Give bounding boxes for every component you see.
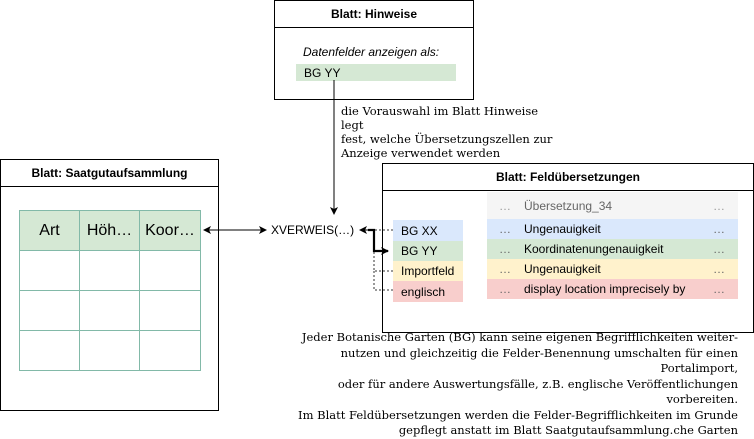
key-cell-bg-yy[interactable]: BG YY xyxy=(393,241,463,261)
translation-rows: … Ungenauigkeit … … Koordinatenungenauigkeit… xyxy=(487,219,738,299)
panel-hinweise: Blatt: Hinweise Datenfelder anzeigen als… xyxy=(274,0,474,100)
table-cell[interactable] xyxy=(19,290,80,331)
key-label: BG YY xyxy=(401,244,438,258)
key-column: BG XX BG YY Importfeld englisch xyxy=(393,220,463,302)
key-label: BG XX xyxy=(401,223,438,238)
key-label: englisch xyxy=(401,284,446,299)
translation-value[interactable]: Ungenauigkeit xyxy=(524,222,601,236)
translation-row: … display location imprecisely by … xyxy=(487,279,738,299)
description-text: Jeder Botanische Garten (BG) kann seine … xyxy=(298,330,738,439)
table-cell[interactable] xyxy=(19,250,80,291)
translation-table: … Übersetzung_34 … … Ungenauigkeit … … Koord… xyxy=(487,192,738,299)
table-cell[interactable] xyxy=(19,330,80,371)
annotation-line: fest, welche Übersetzungszellen zur xyxy=(341,132,553,146)
translation-value[interactable]: Koordinatenungenauigkeit xyxy=(524,242,664,256)
description-line: nutzen und gleichzeitig die Felder-Benen… xyxy=(340,345,738,376)
annotation-line: Anzeige verwendet werden xyxy=(341,146,501,160)
header-label: Art xyxy=(39,221,60,239)
translation-row: … Koordinatenungenauigkeit … xyxy=(487,239,738,259)
display-fields-value-text: BG YY xyxy=(304,65,341,80)
xverweis-formula: XVERWEIS(…) xyxy=(271,223,355,237)
description-line: gepflegt anstatt im Blatt Saatgutaufsamm… xyxy=(398,423,738,437)
table-cell[interactable] xyxy=(79,290,140,331)
display-fields-label: Datenfelder anzeigen als: xyxy=(303,45,440,59)
key-cell-englisch[interactable]: englisch xyxy=(393,281,463,302)
translation-value[interactable]: Ungenauigkeit xyxy=(524,262,601,276)
ellipsis-cell: … xyxy=(499,198,511,213)
annotation-text: die Vorauswahl im Blatt Hinweise legt fe… xyxy=(341,104,561,160)
panel-title: Blatt: Saatgutaufsammlung xyxy=(1,160,218,187)
translation-row: … Ungenauigkeit … xyxy=(487,219,738,239)
table-header-cell[interactable]: Art xyxy=(19,210,80,251)
table-header-cell[interactable]: Höh… xyxy=(79,210,140,251)
saatgut-table: Art Höh… Koor… xyxy=(19,210,202,371)
ellipsis-cell: … xyxy=(499,262,511,276)
ellipsis-cell: … xyxy=(713,198,725,213)
ellipsis-cell: … xyxy=(713,242,725,256)
ellipsis-cell: … xyxy=(499,282,511,296)
table-cell[interactable] xyxy=(79,250,140,291)
description-line: Im Blatt Feldübersetzungen werden die Fe… xyxy=(298,407,738,422)
key-label: Importfeld xyxy=(401,264,455,278)
ellipsis-cell: … xyxy=(713,262,725,276)
header-label: Höh… xyxy=(86,221,133,239)
ellipsis-cell: … xyxy=(499,242,511,256)
description-line: Jeder Botanische Garten (BG) kann seine … xyxy=(301,330,738,344)
ellipsis-cell: … xyxy=(499,222,511,236)
key-cell-bg-xx[interactable]: BG XX xyxy=(393,220,463,241)
translation-header-row: … Übersetzung_34 … xyxy=(487,192,738,219)
table-cell[interactable] xyxy=(139,330,201,371)
header-label: Koor… xyxy=(145,221,195,239)
ellipsis-cell: … xyxy=(713,222,725,236)
panel-title: Blatt: Hinweise xyxy=(275,1,473,28)
ellipsis-cell: … xyxy=(713,282,725,296)
annotation-line: die Vorauswahl im Blatt Hinweise legt xyxy=(341,104,539,132)
panel-title: Blatt: Feldübersetzungen xyxy=(383,164,753,191)
display-fields-value[interactable]: BG YY xyxy=(296,64,456,81)
table-cell[interactable] xyxy=(139,290,201,331)
table-cell[interactable] xyxy=(79,330,140,371)
description-line: oder für andere Auswertungsfälle, z.B. e… xyxy=(337,376,738,407)
translation-column-header[interactable]: Übersetzung_34 xyxy=(524,198,613,213)
translation-value[interactable]: display location imprecisely by xyxy=(524,282,686,296)
translation-row: … Ungenauigkeit … xyxy=(487,259,738,279)
table-cell[interactable] xyxy=(139,250,201,291)
key-cell-importfeld[interactable]: Importfeld xyxy=(393,261,463,281)
table-header-cell[interactable]: Koor… xyxy=(139,210,201,251)
